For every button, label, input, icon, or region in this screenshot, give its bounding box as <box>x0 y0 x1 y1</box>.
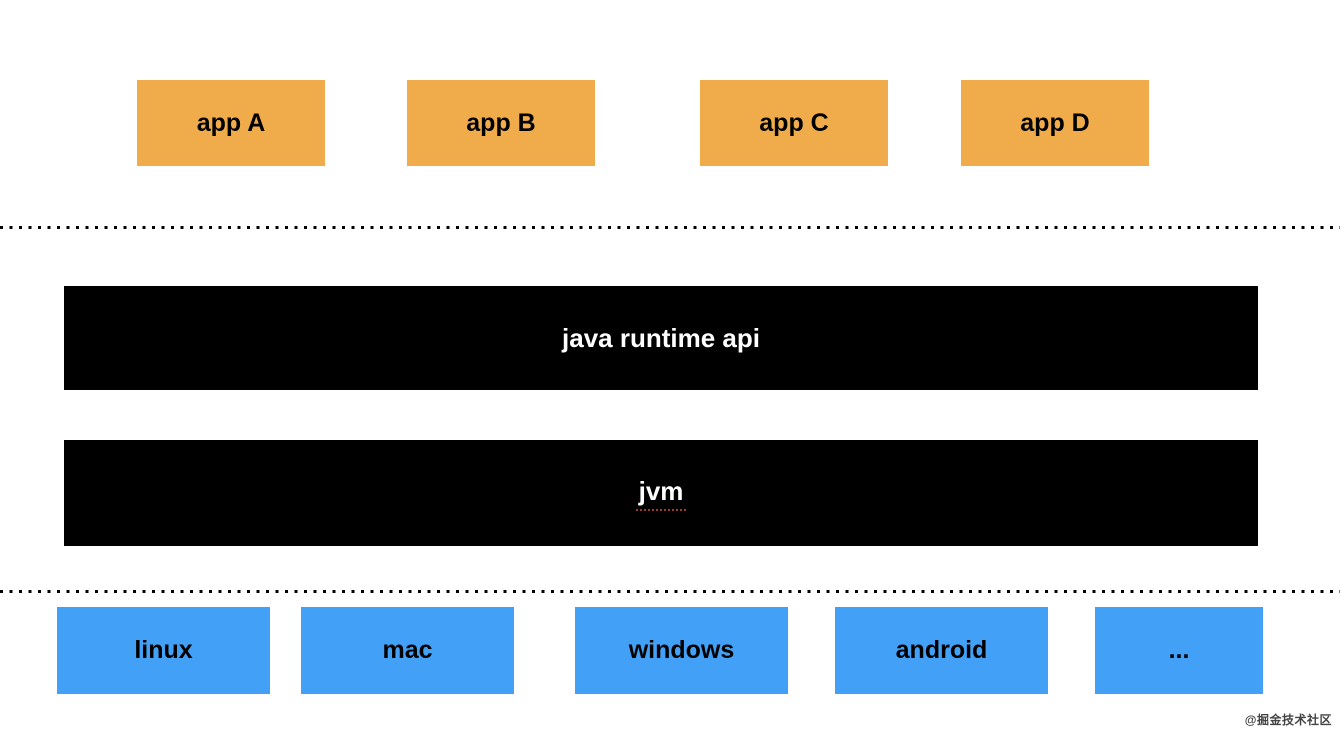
platform-windows-box: windows <box>575 607 788 694</box>
app-b-box: app B <box>407 80 595 166</box>
app-c-box: app C <box>700 80 888 166</box>
jvm-label: jvm <box>635 476 687 511</box>
java-runtime-api-bar: java runtime api <box>64 286 1258 390</box>
platform-mac-box: mac <box>301 607 514 694</box>
jvm-bar: jvm <box>64 440 1258 546</box>
app-d-label: app D <box>1020 108 1090 137</box>
platform-android-label: android <box>895 636 988 664</box>
separator-dotted-line-bottom <box>0 590 1340 593</box>
platform-windows-label: windows <box>628 636 735 664</box>
app-a-label: app A <box>196 108 266 137</box>
app-b-label: app B <box>466 108 536 137</box>
platform-linux-box: linux <box>57 607 270 694</box>
app-a-box: app A <box>137 80 325 166</box>
platform-others-label: ... <box>1168 636 1190 664</box>
java-runtime-api-label: java runtime api <box>562 322 760 353</box>
platform-others-box: ... <box>1095 607 1263 694</box>
app-c-label: app C <box>759 108 829 137</box>
separator-dotted-line-top <box>0 226 1340 229</box>
platform-android-box: android <box>835 607 1048 694</box>
platform-linux-label: linux <box>134 636 193 664</box>
app-d-box: app D <box>961 80 1149 166</box>
platform-mac-label: mac <box>382 636 433 664</box>
juejin-watermark: @掘金技术社区 <box>1244 713 1332 727</box>
